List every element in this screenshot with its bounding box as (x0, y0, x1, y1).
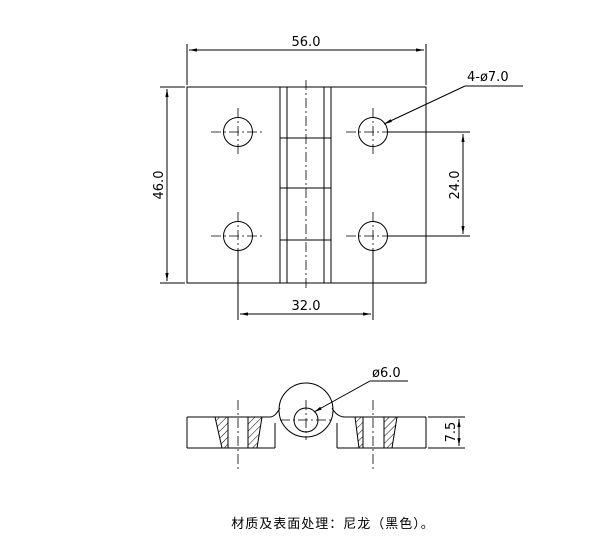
section-right-b (383, 416, 398, 449)
right-leaf (331, 407, 426, 418)
left-leaf (187, 407, 281, 418)
pin-hole-callout-label: ø6.0 (372, 366, 401, 381)
hole-callout-label: 4-ø7.0 (467, 70, 509, 85)
hinge-outline (186, 86, 427, 284)
hole-spacing-h-label: 32.0 (292, 299, 321, 314)
section-left-b (247, 416, 263, 449)
section-right-a (354, 416, 364, 449)
height-dim-label: 46.0 (152, 171, 167, 200)
top-view (160, 44, 523, 320)
pin-hole-leader (313, 380, 371, 413)
material-note: 材质及表面处理：尼龙（黑色）。 (231, 517, 435, 532)
hole-leader (383, 85, 466, 125)
width-dim-label: 56.0 (292, 35, 321, 50)
thickness-dim-label: 7.5 (444, 422, 459, 443)
section-left-a (214, 416, 229, 449)
side-view (186, 380, 465, 470)
hole-spacing-v-label: 24.0 (448, 171, 463, 200)
center-lines (211, 80, 400, 290)
